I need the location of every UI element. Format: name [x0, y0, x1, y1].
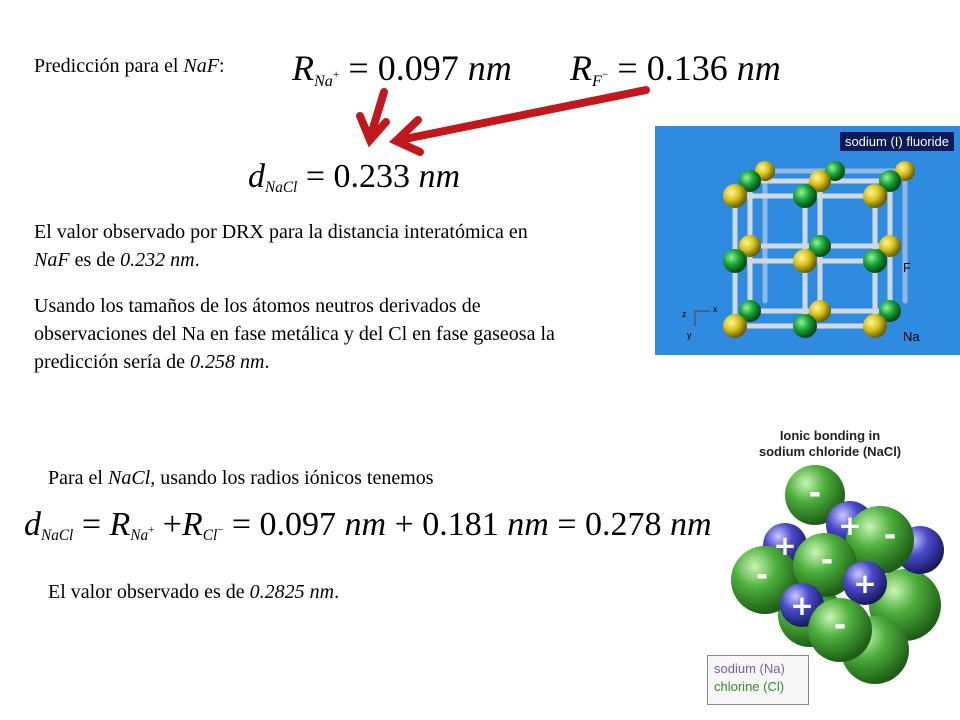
minus-superscript: −	[217, 523, 224, 536]
ionic-bonding-title: Ionic bonding in sodium chloride (NaCl)	[720, 428, 940, 460]
plus-sign-3: +	[853, 567, 876, 600]
arrow-down-icon	[366, 88, 388, 142]
r-f-equation: RF− = 0.136 nm	[570, 48, 781, 89]
drx-value: 0.232 nm	[120, 249, 195, 271]
period: .	[194, 249, 200, 271]
d-result-equation: dNaCl = 0.233 nm	[248, 158, 461, 197]
r-f-value: = 0.136	[617, 48, 728, 88]
minus-sign-3: -	[821, 543, 833, 578]
period: .	[264, 351, 270, 373]
ionic-title-line2: sodium chloride (NaCl)	[758, 444, 902, 459]
nacl-subscript: NaCl	[41, 527, 74, 545]
naf-formula: NaF	[34, 249, 70, 271]
unit: nm	[736, 48, 781, 88]
d-symbol: d	[248, 158, 265, 195]
unit: nm	[670, 506, 712, 543]
legend-sodium: sodium (Na)	[714, 661, 785, 676]
minus-sign-4: -	[756, 558, 768, 593]
plus-sign-4: +	[790, 589, 813, 622]
neutral-value: 0.258 nm	[190, 351, 265, 373]
plus: +	[162, 506, 182, 543]
plus-sign-2: +	[773, 529, 796, 562]
drx-mid: es de	[69, 249, 121, 271]
minus-superscript: −	[601, 68, 609, 81]
unit: nm	[507, 506, 549, 543]
plus-superscript: +	[332, 68, 340, 81]
axis-y-label: y	[687, 330, 692, 340]
unit: nm	[344, 506, 387, 543]
crystal-title: sodium (I) fluoride	[839, 132, 954, 151]
naf-prediction-label: Predicción para el NaF:	[34, 52, 225, 80]
nacl-formula: NaCl,	[107, 467, 156, 489]
nacl-spheres-graphic: - + - + - - + + -	[731, 465, 944, 684]
r-symbol: R	[570, 48, 592, 88]
cl-radius-value: + 0.181	[394, 506, 499, 543]
r-symbol: R	[292, 48, 314, 88]
naf-crystal-image: sodium (I) fluoride F Na x z y	[655, 126, 960, 355]
drx-line1: El valor observado por DRX para la dista…	[34, 221, 528, 243]
na-subscript: Na	[130, 527, 149, 545]
prediction-text: Predicción para el	[34, 55, 184, 77]
arrow-left-icon	[396, 86, 650, 144]
unit: nm	[418, 158, 461, 195]
drx-paragraph: El valor observado por DRX para la dista…	[34, 218, 644, 274]
colon: :	[218, 55, 225, 77]
na-subscript: Na	[314, 71, 333, 90]
axis-z-label: z	[682, 309, 687, 319]
plus-superscript: +	[148, 523, 155, 536]
intro-post: usando los radios iónicos tenemos	[155, 467, 434, 489]
crystal-lattice-graphic	[694, 161, 915, 338]
ionic-legend: sodium (Na) chlorine (Cl)	[707, 655, 809, 705]
observed-pre: El valor observado es de	[48, 581, 250, 603]
ionic-title-line1: Ionic bonding in	[779, 428, 881, 443]
arrow-down-head-icon	[356, 112, 390, 148]
observed-value: 0.2825 nm	[249, 581, 335, 603]
period: .	[334, 581, 340, 603]
cl-subscript: Cl	[202, 527, 218, 545]
nacl-observed: El valor observado es de 0.2825 nm.	[48, 578, 339, 606]
nacl-subscript: NaCl	[265, 179, 298, 197]
nacl-equation: dNaCl = RNa+ +RCl− = 0.097 nm + 0.181 nm…	[24, 506, 712, 545]
minus-sign-2: -	[884, 518, 896, 553]
axis-x-label: x	[713, 304, 718, 314]
unit: nm	[467, 48, 512, 88]
neutral-atoms-paragraph: Usando los tamaños de los átomos neutros…	[34, 292, 594, 376]
nacl-intro: Para el NaCl, usando los radios iónicos …	[48, 464, 434, 492]
r-symbol: R	[109, 506, 131, 543]
f-subscript: F	[592, 71, 602, 90]
arrow-left-head-icon	[388, 116, 424, 156]
minus-sign-1: -	[809, 476, 821, 511]
r-na-value: = 0.097	[348, 48, 459, 88]
label-f: F	[903, 260, 911, 275]
sum-value: = 0.278	[557, 506, 662, 543]
equals: =	[81, 506, 101, 543]
d-symbol: d	[24, 506, 41, 543]
plus-sign-1: +	[838, 509, 861, 542]
minus-sign-5: -	[834, 608, 846, 643]
d-value: = 0.233	[305, 158, 410, 195]
label-na: Na	[903, 329, 920, 344]
r-symbol: R	[181, 506, 203, 543]
neutral-text: Usando los tamaños de los átomos neutros…	[34, 295, 555, 373]
legend-chlorine: chlorine (Cl)	[714, 679, 785, 694]
na-radius-value: = 0.097	[231, 506, 337, 543]
r-na-equation: RNa+ = 0.097 nm	[292, 48, 512, 89]
naf-formula: NaF	[183, 55, 219, 77]
intro-pre: Para el	[48, 467, 108, 489]
